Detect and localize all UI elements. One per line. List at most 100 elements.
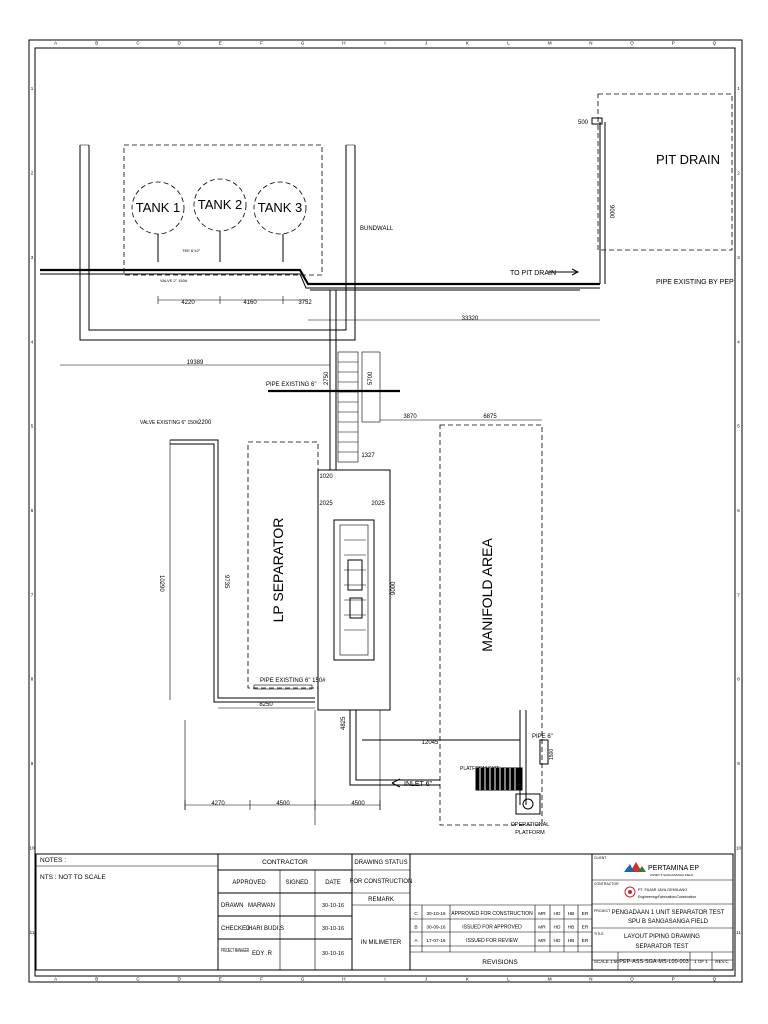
grid-row-label-left: 8 [31, 677, 34, 682]
drawn-label: DRAWN [221, 903, 243, 909]
title-block: NOTES : NTS : NOT TO SCALE CONTRACTOR AP… [35, 853, 734, 971]
grid-row-label-left: 5 [31, 424, 34, 429]
grid-col-label-top: G [301, 41, 305, 46]
grid-col-label-bottom: M [548, 977, 552, 982]
revision-app: HB [568, 911, 575, 917]
inlet-label: INLET 6" [404, 781, 433, 788]
revision-rev: A [414, 938, 418, 944]
grid-col-label-bottom: H [342, 977, 345, 982]
signed-header: SIGNED [285, 880, 309, 886]
revision-date: 17-07-16 [426, 938, 446, 944]
dim-9000-skid: 9000 [391, 581, 397, 595]
valve-existing-label: VALVE EXISTING 6" 150# [140, 420, 199, 426]
in-milimeter: IN MILIMETER [361, 940, 402, 946]
outer-border [28, 39, 743, 983]
pm-label: PROJECT MANAGER [221, 948, 249, 954]
dim-9000-pit: 9000 [608, 205, 614, 219]
client-brand: PERTAMINA EP [648, 865, 699, 872]
fjg-logo-icon [624, 886, 636, 898]
revision-chk: HD [554, 925, 561, 931]
client-sub: ASSET 5 SANGASANGA FIELD [650, 873, 694, 877]
revision-pm: ER [582, 925, 589, 931]
grid-col-label-top: L [507, 41, 510, 46]
revision-app: HB [568, 938, 575, 944]
revision-rev: B [414, 925, 417, 931]
revision-chk: HD [554, 911, 561, 917]
grid-row-label-left: 4 [31, 339, 34, 344]
sheet: 1 OF 1 [694, 959, 708, 964]
drawn-date: 30-10-16 [322, 903, 344, 909]
checked-label: CHECKED [221, 926, 251, 932]
tank-2: TANK 2 [193, 178, 247, 232]
grid-row-label-right: 7 [737, 592, 740, 597]
grid-col-label-top: P [672, 41, 675, 46]
grid-row-label-right: 2 [737, 171, 740, 176]
dim-4160: 4160 [243, 300, 257, 306]
dim-9735: 9735 [223, 575, 229, 589]
pm-date: 30-10-16 [322, 951, 344, 957]
drawing-status-header: DRAWING STATUS [354, 860, 407, 866]
dim-2025-a: 2025 [319, 501, 333, 507]
stair-pipe-rack [337, 351, 359, 463]
grid-row-label-left: 1 [31, 86, 34, 91]
grid-col-label-top: O [630, 41, 634, 46]
revision-date: 30-09-16 [426, 925, 446, 931]
separator-skid [317, 469, 391, 711]
grid-row-label-right: 1 [737, 86, 740, 91]
revision-date: 30-10-16 [426, 911, 446, 917]
contractor-tag: CONTRACTOR [594, 882, 619, 886]
dim-5700: 5700 [368, 371, 374, 385]
grid-col-label-top: F [260, 41, 263, 46]
grid-col-label-bottom: N [589, 977, 592, 982]
lp-separator-label: LP SEPARATOR [270, 518, 286, 623]
inner-border [34, 47, 736, 977]
title-line1: LAYOUT PIPING DRAWING [624, 934, 700, 940]
grid-col-label-top: Q [713, 41, 717, 46]
grid-col-label-bottom: A [54, 977, 57, 982]
revision-desc: APPROVED FOR CONSTRUCTION [451, 911, 533, 917]
dim-12045: 12045 [422, 740, 439, 746]
pm-by: EDY .R [252, 951, 273, 957]
grid-col-label-bottom: B [95, 977, 98, 982]
title-line2: SEPARATOR TEST [636, 944, 689, 950]
dim-4500-b: 4500 [351, 801, 365, 807]
valve-2-label: VALVE 2" 150# [160, 278, 188, 283]
dim-10290: 10290 [158, 575, 164, 592]
grid-col-label-top: I [384, 41, 385, 46]
grid-row-label-right: 11 [736, 930, 741, 935]
grid-col-label-bottom: K [466, 977, 469, 982]
client-tag: CLIENT [594, 856, 607, 860]
grid-row-label-right: 4 [737, 339, 740, 344]
pipe-existing-pep-label: PIPE EXISTING BY PEP [656, 279, 734, 286]
tank-3-label: TANK 3 [258, 200, 303, 215]
dim-3752: 3752 [298, 300, 312, 306]
dim-2750: 2750 [324, 371, 330, 385]
bundwall-label: BUNDWALL [360, 226, 394, 232]
dim-4220: 4220 [181, 300, 195, 306]
manifold-area-boundary [439, 424, 543, 826]
operational-platform: OPERATIONAL PLATFORM 1500 [475, 710, 555, 836]
grid-col-label-bottom: G [301, 977, 305, 982]
dim-8250: 8250 [259, 702, 273, 708]
tank-2-label: TANK 2 [198, 197, 243, 212]
revision-drn: MR [538, 911, 546, 917]
dim-19389: 19389 [187, 360, 204, 366]
revisions-title: REVISIONS [482, 959, 518, 966]
revision-drn: MR [538, 938, 546, 944]
operational-platform-label-2: PLATFORM [515, 830, 545, 836]
grid-col-label-bottom: D [177, 977, 181, 982]
revision-pm: ER [582, 938, 589, 944]
revision-desc: ISSUED FOR APPROVED [462, 925, 522, 931]
pertamina-logo [624, 862, 646, 872]
grid-col-label-top: A [54, 41, 57, 46]
grid-col-label-top: D [177, 41, 181, 46]
tee-label: TEE 6"x2" [182, 248, 201, 253]
revision-pm: ER [582, 911, 589, 917]
grid-row-label-right: 3 [737, 255, 740, 260]
notes-header: NOTES : [40, 857, 66, 864]
revision-app: HB [568, 925, 575, 931]
checked-date: 30-10-16 [322, 926, 344, 932]
grid-row-label-right: 6 [737, 508, 740, 513]
